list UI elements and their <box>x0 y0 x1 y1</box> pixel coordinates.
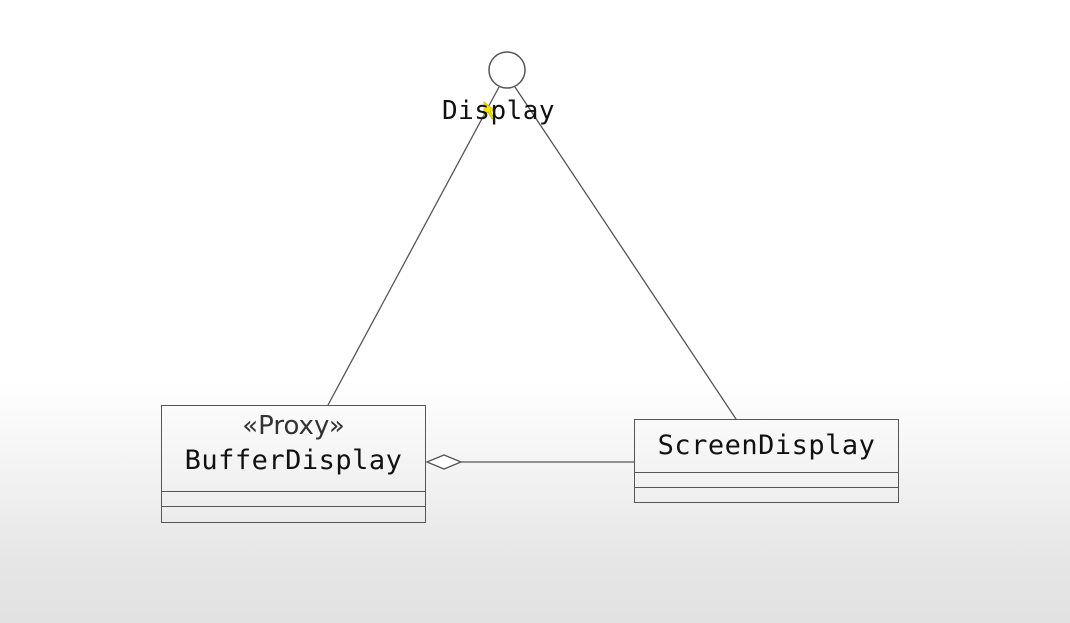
class-name-bufferdisplay: BufferDisplay <box>184 445 403 476</box>
class-header-bufferdisplay: «Proxy» BufferDisplay <box>162 406 425 492</box>
interface-name-label: Display <box>442 96 556 126</box>
class-header-screendisplay: ScreenDisplay <box>635 420 898 473</box>
class-name-screendisplay: ScreenDisplay <box>657 430 876 461</box>
attributes-compartment-bufferdisplay <box>162 492 425 507</box>
class-box-screendisplay[interactable]: ScreenDisplay <box>634 419 899 503</box>
aggregation-diamond-icon <box>425 454 463 470</box>
realization-line-screendisplay <box>514 86 737 420</box>
stereotype-label: «Proxy» <box>242 411 345 441</box>
attributes-compartment-screendisplay <box>635 473 898 488</box>
mouse-cursor-icon <box>483 101 497 120</box>
operations-compartment-screendisplay <box>635 488 898 503</box>
realization-line-bufferdisplay <box>327 86 500 406</box>
operations-compartment-bufferdisplay <box>162 507 425 522</box>
class-box-bufferdisplay[interactable]: «Proxy» BufferDisplay <box>161 405 426 523</box>
interface-lollipop-circle[interactable] <box>488 51 526 89</box>
